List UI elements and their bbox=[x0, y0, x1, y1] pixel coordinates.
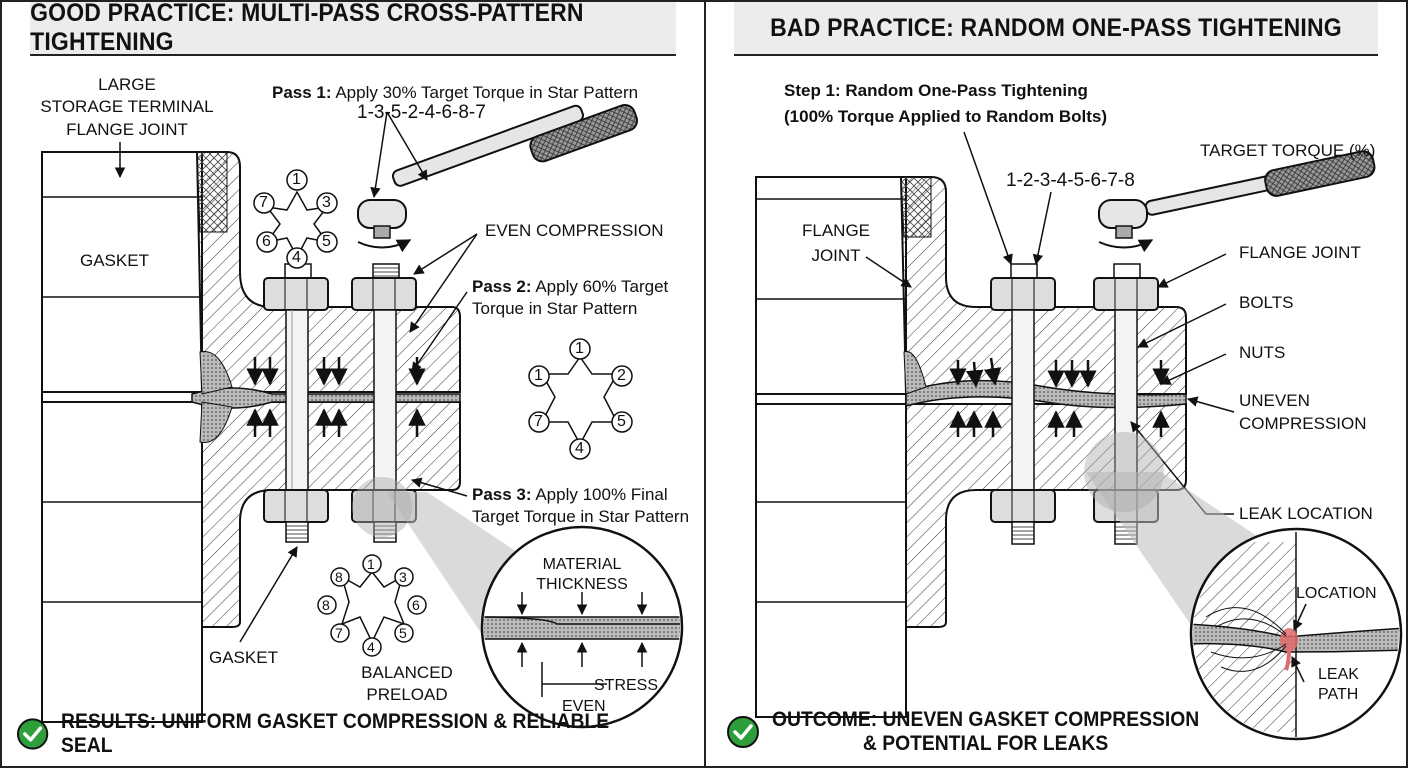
star-pattern-pass3 bbox=[317, 554, 427, 657]
zoom-source-circle bbox=[352, 477, 412, 537]
leak-detail-circle bbox=[1189, 527, 1403, 741]
check-circle-icon bbox=[16, 718, 49, 750]
star1-num: 7 bbox=[259, 194, 268, 211]
step1-line2: (100% Torque Applied to Random Bolts) bbox=[784, 107, 1108, 126]
label-nuts: NUTS bbox=[1239, 343, 1286, 362]
star1-num: 5 bbox=[322, 233, 331, 250]
label-material: MATERIAL bbox=[542, 556, 622, 573]
star2-num: 4 bbox=[575, 440, 584, 457]
label-gasket-bottom: GASKET bbox=[209, 648, 278, 667]
label-storage-terminal: STORAGE TERMINAL bbox=[40, 97, 214, 116]
outcome-line1: OUTCOME: UNEVEN GASKET COMPRESSION bbox=[772, 708, 1200, 731]
star3-num: 1 bbox=[367, 556, 375, 572]
pointer-lines bbox=[865, 131, 1235, 515]
pass3-text: Apply 100% Final bbox=[531, 485, 668, 504]
label-even: EVEN bbox=[562, 698, 606, 715]
pipe bbox=[41, 151, 203, 723]
star3-num: 4 bbox=[367, 639, 375, 655]
label-flange: FLANGE bbox=[801, 221, 871, 240]
label-joint: JOINT bbox=[811, 246, 861, 265]
label-stress: STRESS bbox=[594, 677, 659, 694]
star-pattern-pass1 bbox=[253, 169, 338, 269]
label-location: LOCATION bbox=[1296, 585, 1377, 602]
star3-num: 5 bbox=[399, 625, 407, 641]
pass1-bold: Pass 1: bbox=[272, 83, 332, 102]
bad-practice-diagram bbox=[755, 131, 1403, 741]
label-even-compression: EVEN COMPRESSION bbox=[485, 221, 664, 240]
label-path: PATH bbox=[1318, 686, 1359, 703]
torque-wrench-icon bbox=[1098, 150, 1376, 253]
star2-num: 5 bbox=[617, 413, 626, 430]
pass1-sequence: 1-3-5-2-4-6-8-7 bbox=[357, 102, 486, 123]
star3-num: 6 bbox=[412, 597, 420, 613]
outcome-banner: OUTCOME: UNEVEN GASKET COMPRESSION & POT… bbox=[726, 708, 1236, 756]
pass3-text2: Target Torque in Star Pattern bbox=[472, 507, 690, 526]
star2-num: 1 bbox=[534, 367, 543, 384]
outcome-line2: & POTENTIAL FOR LEAKS bbox=[862, 732, 1109, 755]
good-practice-panel: GOOD PRACTICE: MULTI-PASS CROSS-PATTERN … bbox=[0, 0, 706, 768]
good-practice-title: GOOD PRACTICE: MULTI-PASS CROSS-PATTERN … bbox=[30, 2, 676, 56]
star-pattern-pass2 bbox=[528, 338, 633, 460]
pass2-bold: Pass 2: bbox=[472, 277, 532, 296]
label-thickness: THICKNESS bbox=[536, 576, 628, 593]
bolt-left bbox=[990, 263, 1056, 545]
pass1-text: Apply 30% Target Torque in Star Pattern bbox=[331, 83, 639, 102]
bolt-left bbox=[263, 263, 329, 543]
pass2-text: Apply 60% Target bbox=[531, 277, 669, 296]
star3-num: 8 bbox=[322, 597, 330, 613]
star2-num: 1 bbox=[575, 340, 584, 357]
star1-num: 4 bbox=[292, 249, 301, 266]
pointer-lines bbox=[114, 111, 478, 643]
label-flange-joint: FLANGE JOINT bbox=[1239, 243, 1361, 262]
label-leak: LEAK bbox=[1318, 666, 1359, 683]
pass3-bold: Pass 3: bbox=[472, 485, 532, 504]
flange-body bbox=[191, 151, 461, 628]
pass2-label: Pass 2: Apply 60% Target bbox=[472, 276, 668, 298]
label-leak-location: LEAK LOCATION bbox=[1239, 504, 1373, 523]
label-compression: COMPRESSION bbox=[1239, 414, 1367, 433]
bad-practice-title: BAD PRACTICE: RANDOM ONE-PASS TIGHTENING bbox=[734, 2, 1378, 56]
star3-num: 7 bbox=[335, 625, 343, 641]
torque-wrench-icon bbox=[357, 103, 638, 253]
pass2-text2: Torque in Star Pattern bbox=[472, 299, 638, 318]
label-preload: PRELOAD bbox=[366, 685, 448, 704]
random-sequence: 1-2-3-4-5-6-7-8 bbox=[1006, 170, 1135, 191]
star3-num: 8 bbox=[335, 569, 343, 585]
star1-num: 1 bbox=[292, 171, 301, 188]
detail-circle bbox=[480, 525, 684, 729]
results-text: RESULTS: UNIFORM GASKET COMPRESSION & RE… bbox=[61, 710, 610, 757]
step1-line1: Step 1: Random One-Pass Tightening bbox=[784, 81, 1088, 100]
check-circle-icon bbox=[727, 716, 759, 748]
outcome-text: OUTCOME: UNEVEN GASKET COMPRESSION & POT… bbox=[772, 708, 1199, 756]
label-uneven: UNEVEN bbox=[1239, 391, 1310, 410]
label-bolts: BOLTS bbox=[1239, 293, 1294, 312]
zoom-source-circle bbox=[1084, 432, 1164, 512]
star2-num: 7 bbox=[534, 413, 543, 430]
label-balanced: BALANCED bbox=[361, 663, 453, 682]
uneven-arrows bbox=[949, 357, 1170, 437]
label-large: LARGE bbox=[98, 75, 156, 94]
star1-num: 3 bbox=[322, 194, 331, 211]
label-target-torque: TARGET TORQUE (%) bbox=[1200, 141, 1376, 160]
star1-num: 6 bbox=[262, 233, 271, 250]
pass3-label: Pass 3: Apply 100% Final bbox=[472, 484, 668, 506]
pass1-label: Pass 1: Apply 30% Target Torque in Star … bbox=[272, 82, 638, 104]
label-gasket-pipe: GASKET bbox=[80, 251, 149, 270]
bad-practice-panel: BAD PRACTICE: RANDOM ONE-PASS TIGHTENING bbox=[704, 0, 1408, 768]
star2-num: 2 bbox=[617, 367, 626, 384]
results-banner: RESULTS: UNIFORM GASKET COMPRESSION & RE… bbox=[16, 710, 704, 758]
star3-num: 3 bbox=[399, 569, 407, 585]
label-flange-joint: FLANGE JOINT bbox=[66, 120, 188, 139]
good-practice-diagram bbox=[41, 103, 684, 729]
